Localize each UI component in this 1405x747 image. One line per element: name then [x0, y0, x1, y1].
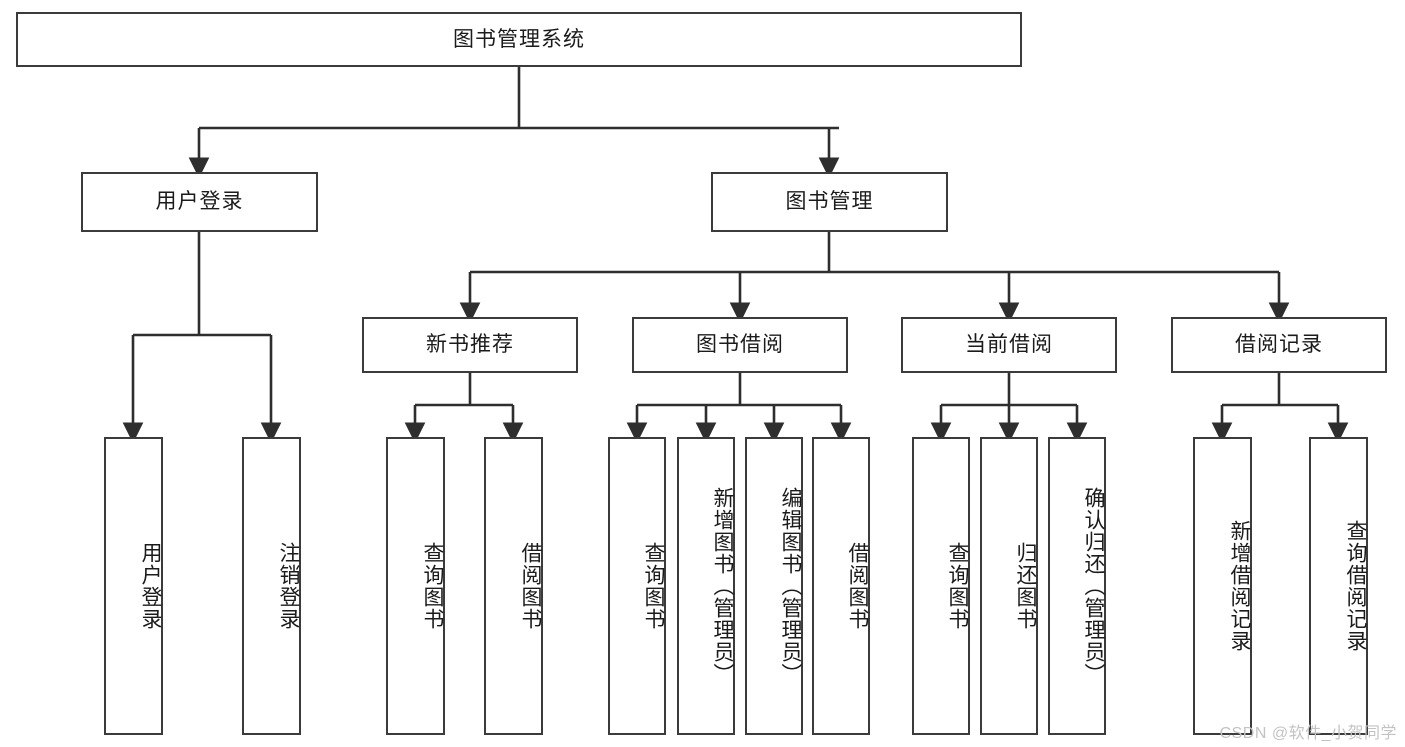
node-root-book-management-system[interactable]: 图书管理系统: [16, 12, 1022, 67]
leaf-user-login-logout[interactable]: 注销登录: [242, 437, 301, 735]
node-label: 借阅记录: [1235, 333, 1323, 357]
node-label: 图书管理: [785, 190, 874, 214]
leaf-new-book-borrow-book[interactable]: 借阅图书: [484, 437, 543, 735]
node-label: 借阅图书: [519, 542, 542, 630]
node-label: 新增图书（管理员）: [711, 487, 734, 685]
leaf-book-borrow-query-book[interactable]: 查询图书: [608, 437, 666, 735]
leaf-book-borrow-edit-book-admin[interactable]: 编辑图书（管理员）: [745, 437, 803, 735]
node-label: 当前借阅: [965, 333, 1053, 357]
watermark-text: CSDN @软件_小贺同学: [1219, 725, 1397, 742]
node-label: 图书借阅: [696, 333, 784, 357]
node-label: 归还图书: [1014, 542, 1037, 630]
leaf-borrow-record-add-record[interactable]: 新增借阅记录: [1193, 437, 1252, 735]
node-new-book-recommend[interactable]: 新书推荐: [362, 317, 578, 373]
node-label: 查询图书: [946, 542, 969, 630]
node-label: 借阅图书: [846, 542, 869, 630]
node-label: 查询图书: [421, 542, 444, 630]
leaf-current-borrow-return-book[interactable]: 归还图书: [980, 437, 1038, 735]
node-label: 图书管理系统: [453, 27, 585, 51]
leaf-book-borrow-add-book-admin[interactable]: 新增图书（管理员）: [677, 437, 735, 735]
node-borrow-record[interactable]: 借阅记录: [1171, 317, 1387, 373]
leaf-book-borrow-borrow-book[interactable]: 借阅图书: [812, 437, 870, 735]
node-label: 新书推荐: [426, 333, 514, 357]
node-label: 查询借阅记录: [1344, 520, 1367, 652]
leaf-borrow-record-query-record[interactable]: 查询借阅记录: [1309, 437, 1368, 735]
leaf-new-book-query-book[interactable]: 查询图书: [386, 437, 445, 735]
node-book-management[interactable]: 图书管理: [711, 172, 948, 232]
node-label: 确认归还（管理员）: [1082, 487, 1105, 685]
node-book-borrow[interactable]: 图书借阅: [632, 317, 848, 373]
node-label: 新增借阅记录: [1228, 520, 1251, 652]
node-current-borrow[interactable]: 当前借阅: [901, 317, 1117, 373]
node-label: 查询图书: [642, 542, 665, 630]
node-label: 注销登录: [277, 542, 300, 630]
leaf-current-borrow-query-book[interactable]: 查询图书: [912, 437, 970, 735]
node-label: 用户登录: [155, 190, 244, 214]
node-user-login[interactable]: 用户登录: [81, 172, 318, 232]
leaf-user-login-login[interactable]: 用户登录: [104, 437, 163, 735]
node-label: 编辑图书（管理员）: [779, 487, 802, 685]
node-label: 用户登录: [139, 542, 162, 630]
leaf-current-borrow-confirm-return-admin[interactable]: 确认归还（管理员）: [1048, 437, 1106, 735]
